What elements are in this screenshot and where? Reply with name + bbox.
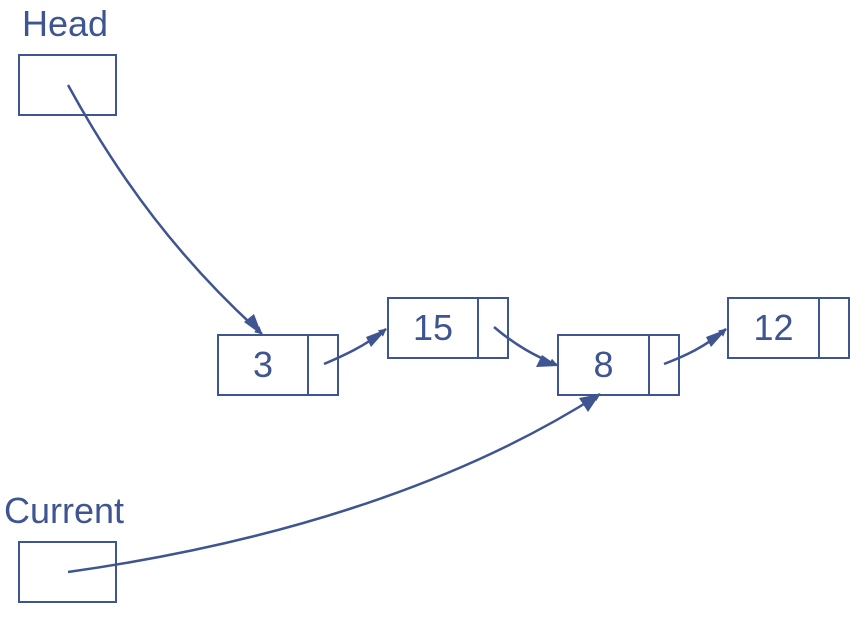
arrowhead-icon	[366, 329, 387, 347]
arrowhead-icon	[579, 394, 600, 412]
arrow-current-to-8	[67, 392, 601, 574]
node-value: 3	[219, 336, 309, 394]
node-next-pointer	[479, 299, 507, 357]
head-pointer-box	[18, 54, 117, 116]
list-node-8: 8	[557, 334, 680, 396]
list-node-3: 3	[217, 334, 339, 396]
arrowhead-icon	[706, 329, 727, 347]
arrow-head-to-3	[66, 84, 263, 335]
head-label: Head	[22, 3, 109, 44]
arrowhead-icon	[536, 355, 558, 367]
arrowhead-icon	[244, 314, 262, 335]
node-next-pointer	[309, 336, 337, 394]
node-next-pointer	[820, 299, 848, 357]
list-node-12: 12	[727, 297, 850, 359]
current-pointer-box	[18, 541, 117, 603]
node-value: 8	[559, 336, 650, 394]
current-label: Current	[4, 490, 125, 531]
node-value: 15	[389, 299, 479, 357]
node-next-pointer	[650, 336, 678, 394]
list-node-15: 15	[387, 297, 509, 359]
node-value: 12	[729, 299, 820, 357]
